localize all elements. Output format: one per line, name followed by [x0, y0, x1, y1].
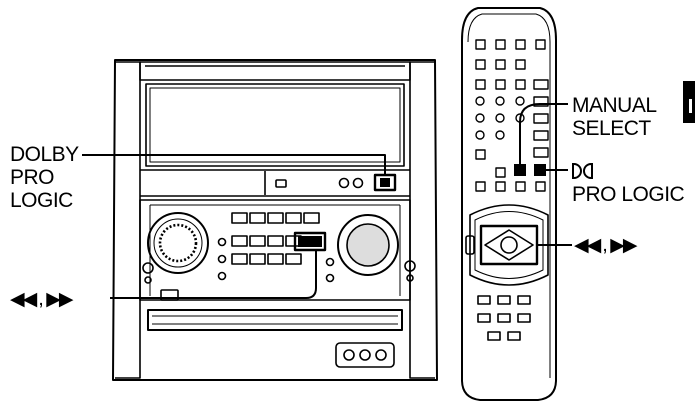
- fast-forward-icon: ▶▶: [46, 288, 73, 310]
- pro-logic-text: PRO LOGIC: [572, 183, 685, 206]
- manual-select-line-2: SELECT: [572, 117, 651, 140]
- dolby-label-line-1: DOLBY: [10, 143, 79, 166]
- section-tab-marker: [683, 81, 695, 123]
- manual-select-label: MANUAL SELECT: [572, 94, 657, 140]
- pro-logic-label: PRO LOGIC: [572, 160, 685, 206]
- dolby-double-d-icon: [572, 163, 594, 179]
- leader-lines: [82, 154, 386, 299]
- skip-label-remote: ◀◀,▶▶: [574, 233, 638, 257]
- dolby-label-line-3: LOGIC: [10, 189, 73, 212]
- rewind-icon: ◀◀: [574, 234, 601, 256]
- dolby-label-line-2: PRO: [10, 166, 55, 189]
- skip-comma: ,: [38, 288, 44, 310]
- dolby-pro-logic-label: DOLBY PRO LOGIC: [10, 143, 79, 212]
- rewind-icon: ◀◀: [10, 288, 37, 310]
- main-unit: [112, 59, 438, 381]
- skip-label-main-unit: ◀◀,▶▶: [10, 287, 74, 311]
- fast-forward-icon: ▶▶: [610, 234, 637, 256]
- section-tab-notch: [689, 99, 692, 113]
- skip-comma: ,: [602, 234, 608, 256]
- remote-control: [461, 7, 572, 401]
- manual-select-line-1: MANUAL: [572, 94, 657, 117]
